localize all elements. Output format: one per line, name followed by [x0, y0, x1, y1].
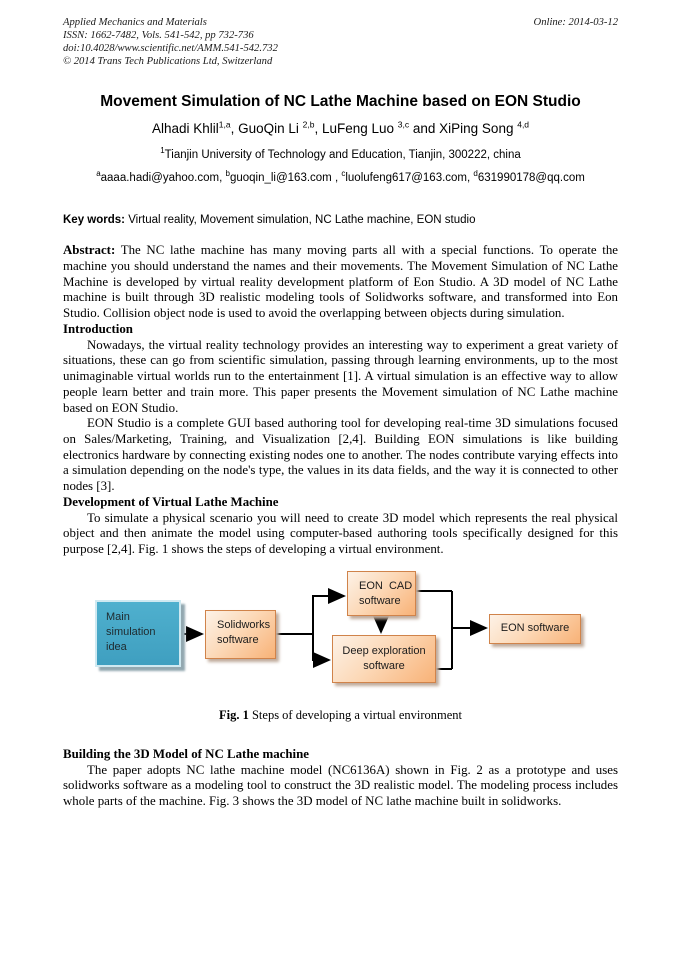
building-paragraph: The paper adopts NC lathe machine model … [63, 762, 618, 809]
keywords-text: Virtual reality, Movement simulation, NC… [125, 214, 476, 227]
authors-line: Alhadi Khlil1,a, GuoQin Li 2,b, LuFeng L… [63, 119, 618, 136]
figure-1-caption: Fig. 1 Steps of developing a virtual env… [63, 708, 618, 723]
author: LuFeng Luo 3,c and [321, 119, 440, 136]
figure-1-caption-text: Steps of developing a virtual environmen… [248, 707, 462, 722]
emails-line: aaaaa.hadi@yahoo.com, bguoqin_li@163.com… [63, 169, 618, 184]
introduction-paragraph-2: EON Studio is a complete GUI based autho… [63, 416, 618, 494]
abstract-label: Abstract: [63, 243, 116, 258]
flow-box-eon-software: EON software [489, 613, 581, 644]
figure-1-diagram: Main simulation idea Solidworks software… [63, 570, 618, 698]
doi-line: doi:10.4028/www.scientific.net/AMM.541-5… [63, 43, 278, 54]
author-email: cluolufeng617@163.com, [341, 169, 474, 185]
abstract-text: The NC lathe machine has many moving par… [63, 243, 618, 321]
abstract-paragraph: Abstract: The NC lathe machine has many … [63, 243, 618, 322]
online-date: Online: 2014-03-12 [533, 17, 618, 28]
journal-name: Applied Mechanics and Materials [63, 17, 207, 28]
flow-box-solidworks: Solidworks software [205, 609, 276, 659]
page-header: Applied Mechanics and Materials ISSN: 16… [63, 16, 618, 68]
keywords-label: Key words: [63, 214, 125, 227]
author: GuoQin Li 2,b, [238, 119, 322, 136]
author: XiPing Song 4,d [439, 119, 530, 136]
flow-box-eon-cad: EON CAD software [347, 570, 416, 616]
introduction-paragraph-1: Nowadays, the virtual reality technology… [63, 337, 618, 415]
flow-connectors [184, 587, 488, 670]
figure-1-caption-label: Fig. 1 [218, 707, 249, 722]
issn-line: ISSN: 1662-7482, Vols. 541-542, pp 732-7… [63, 30, 254, 41]
heading-building: Building the 3D Model of NC Lathe machin… [63, 746, 310, 761]
copyright-line: © 2014 Trans Tech Publications Ltd, Swit… [63, 56, 273, 67]
keywords-line: Key words: Virtual reality, Movement sim… [63, 214, 618, 226]
flow-box-main-idea: Main simulation idea [95, 599, 181, 667]
heading-development: Development of Virtual Lathe Machine [63, 494, 279, 509]
development-paragraph: To simulate a physical scenario you will… [63, 510, 618, 557]
journal-info: Applied Mechanics and Materials ISSN: 16… [63, 16, 278, 68]
flow-box-deep-exploration: Deep exploration software [332, 634, 436, 683]
author-email: aaaaa.hadi@yahoo.com, [96, 169, 226, 185]
author-email: d631990178@qq.com [473, 169, 585, 185]
affiliation-line: 1Tianjin University of Technology and Ed… [160, 145, 521, 161]
author: Alhadi Khlil1,a, [151, 119, 239, 136]
paper-title: Movement Simulation of NC Lathe Machine … [100, 93, 581, 110]
heading-introduction: Introduction [63, 321, 133, 336]
author-email: bguoqin_li@163.com , [225, 169, 342, 185]
